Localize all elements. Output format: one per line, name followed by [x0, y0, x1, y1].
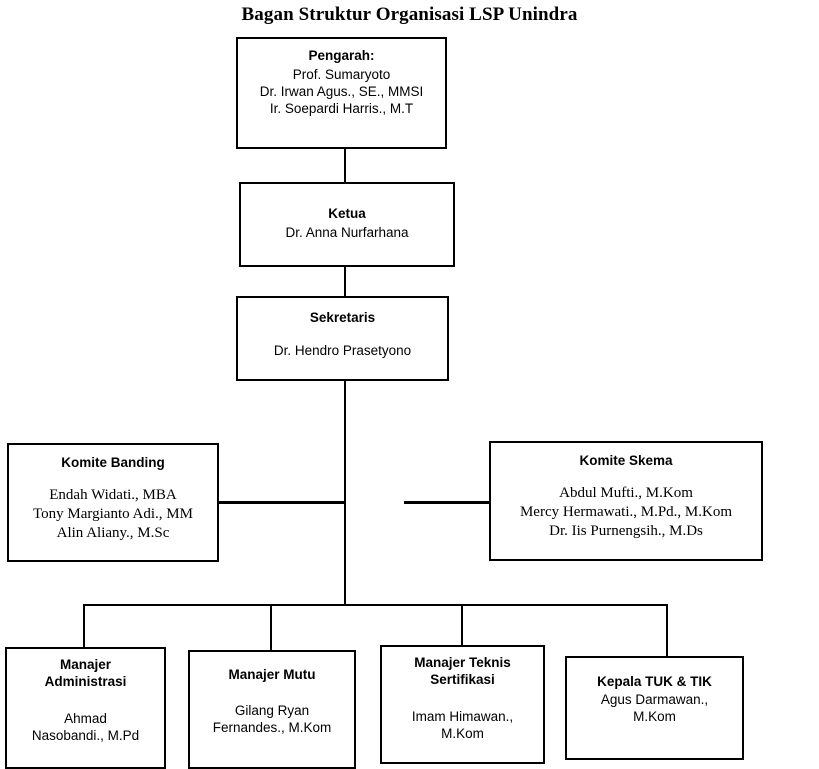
connector-bar-to-manajer-administrasi	[83, 604, 85, 649]
node-manajer-mutu[interactable]: Manajer Mutu Gilang Ryan Fernandes., M.K…	[188, 650, 356, 769]
node-komite-banding-title: Komite Banding	[61, 455, 165, 470]
node-pengarah-members: Prof. Sumaryoto Dr. Irwan Agus., SE., MM…	[259, 66, 424, 117]
node-manajer-teknis[interactable]: Manajer Teknis Sertifikasi Imam Himawan.…	[380, 645, 545, 764]
connector-trunk-to-komite-banding	[218, 501, 346, 504]
node-komite-banding[interactable]: Komite Banding Endah Widati., MBA Tony M…	[7, 443, 219, 562]
node-ketua-title: Ketua	[328, 206, 366, 221]
manager-distribution-bar	[83, 604, 668, 606]
node-kepala-tuk-tik-title: Kepala TUK & TIK	[597, 674, 712, 689]
node-manajer-administrasi-title: Manajer Administrasi	[44, 657, 127, 689]
node-sekretaris[interactable]: Sekretaris Dr. Hendro Prasetyono	[236, 296, 449, 381]
connector-pengarah-to-ketua	[344, 148, 346, 183]
connector-sekretaris-trunk	[344, 380, 346, 605]
node-ketua[interactable]: Ketua Dr. Anna Nurfarhana	[239, 182, 455, 267]
node-manajer-teknis-members: Imam Himawan., M.Kom	[411, 708, 514, 742]
node-manajer-mutu-members: Gilang Ryan Fernandes., M.Kom	[212, 702, 332, 736]
node-sekretaris-members: Dr. Hendro Prasetyono	[273, 342, 412, 358]
node-kepala-tuk-tik[interactable]: Kepala TUK & TIK Agus Darmawan., M.Kom	[565, 656, 744, 760]
node-sekretaris-title: Sekretaris	[309, 310, 376, 325]
node-ketua-members: Dr. Anna Nurfarhana	[285, 224, 409, 240]
node-pengarah-title: Pengarah:	[308, 48, 375, 63]
node-komite-skema-members: Abdul Mufti., M.Kom Mercy Hermawati., M.…	[519, 484, 733, 539]
node-komite-skema-title: Komite Skema	[579, 453, 673, 468]
node-pengarah[interactable]: Pengarah: Prof. Sumaryoto Dr. Irwan Agus…	[236, 37, 447, 149]
node-komite-banding-members: Endah Widati., MBA Tony Margianto Adi., …	[33, 486, 193, 541]
connector-bar-to-manajer-mutu	[270, 604, 272, 652]
node-manajer-administrasi-members: Ahmad Nasobandi., M.Pd	[31, 710, 140, 744]
page-title: Bagan Struktur Organisasi LSP Unindra	[241, 4, 578, 25]
node-manajer-teknis-title: Manajer Teknis Sertifikasi	[414, 655, 511, 687]
connector-bar-to-kepala-tuk-tik	[666, 604, 668, 658]
connector-trunk-to-komite-skema	[404, 501, 491, 504]
connector-bar-to-manajer-teknis	[461, 604, 463, 647]
node-manajer-administrasi[interactable]: Manajer Administrasi Ahmad Nasobandi., M…	[5, 647, 166, 769]
node-kepala-tuk-tik-members: Agus Darmawan., M.Kom	[600, 691, 709, 725]
connector-ketua-to-sekretaris	[344, 266, 346, 297]
node-komite-skema[interactable]: Komite Skema Abdul Mufti., M.Kom Mercy H…	[489, 441, 763, 561]
node-manajer-mutu-title: Manajer Mutu	[228, 667, 316, 682]
